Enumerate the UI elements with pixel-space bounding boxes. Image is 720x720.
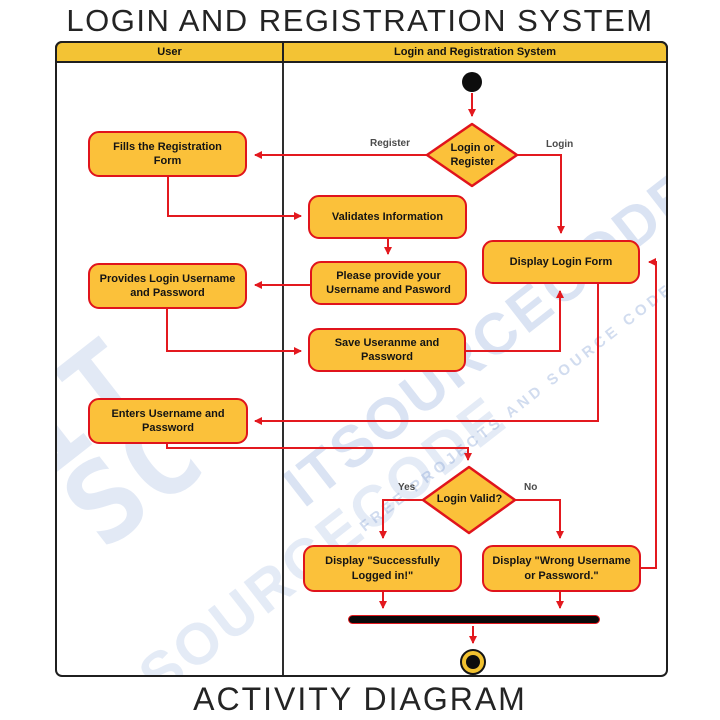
page-title: LOGIN AND REGISTRATION SYSTEM: [66, 3, 654, 38]
activity-display-login-form: Display Login Form: [482, 240, 640, 284]
lane-divider: [282, 63, 284, 675]
decision-login-valid-shape: [421, 465, 517, 535]
edge-label-yes: Yes: [398, 482, 416, 493]
edge-wrong-loop-to-display: [641, 258, 657, 569]
lane-header-user: User: [57, 43, 284, 61]
edge-save-to-display: [466, 290, 564, 352]
final-node-core: [466, 655, 480, 669]
edge-fills-to-validates: [167, 177, 302, 220]
edge-provides-to-save: [166, 309, 302, 355]
activity-validates-information: Validates Information: [308, 195, 467, 239]
edge-login-branch: [517, 154, 565, 234]
diagram-caption: ACTIVITY DIAGRAM: [193, 681, 527, 717]
activity-display-wrong-message: Display "Wrong Username or Password.": [482, 545, 641, 592]
swimlane-header: User Login and Registration System: [55, 41, 668, 63]
edge-label-no: No: [524, 482, 538, 493]
edge-display-to-enters: [254, 284, 599, 425]
final-node: [460, 649, 486, 675]
decision-login-or-register-label: Login or Register: [450, 142, 495, 168]
activity-display-success-message: Display "Successfully Logged in!": [303, 545, 462, 592]
activity-provides-login-username-password: Provides Login Username and Password: [88, 263, 247, 309]
edge-enters-to-valid: [166, 444, 472, 461]
lane-header-system: Login and Registration System: [394, 46, 556, 58]
edge-yes-branch: [379, 499, 423, 539]
decision-login-or-register-shape: [425, 122, 519, 188]
start-node: [462, 72, 482, 92]
activity-fills-registration-form: Fills the Registration Form: [88, 131, 247, 177]
edge-no-branch: [515, 499, 564, 539]
decision-login-valid-label: Login Valid?: [436, 493, 503, 505]
edge-label-register: Register: [370, 138, 411, 149]
activity-enters-username-password: Enters Username and Password: [88, 398, 248, 444]
join-synchronization-bar: [348, 615, 600, 624]
activity-please-provide-username-password: Please provide your Username and Pasword: [310, 261, 467, 305]
edge-label-login: Login: [546, 139, 574, 150]
activity-save-username-password: Save Useranme and Password: [308, 328, 466, 372]
